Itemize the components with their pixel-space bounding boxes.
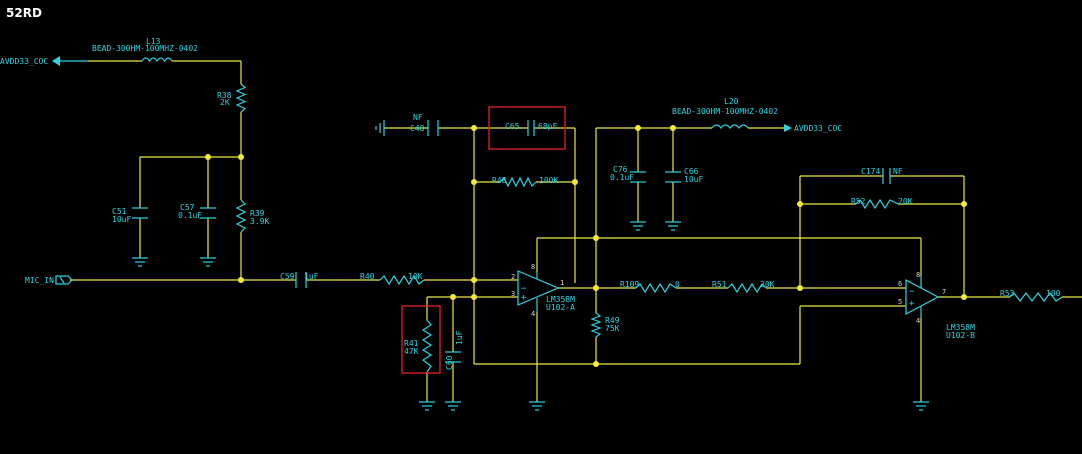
svg-text:AVDD33_COC: AVDD33_COC xyxy=(794,124,842,133)
resistor-r51: R51 20K xyxy=(712,280,775,294)
capacitor-c48: C48 NF xyxy=(410,113,439,136)
svg-text:U102-B: U102-B xyxy=(946,331,975,340)
svg-text:2K: 2K xyxy=(220,98,230,107)
svg-text:C51: C51 xyxy=(112,207,127,216)
svg-text:+: + xyxy=(909,299,915,309)
svg-text:C66: C66 xyxy=(684,167,699,176)
svg-text:10uF: 10uF xyxy=(684,175,703,184)
capacitor-c66: C66 10uF xyxy=(665,167,703,184)
svg-text:20K: 20K xyxy=(898,197,913,206)
svg-text:R52: R52 xyxy=(851,197,866,206)
svg-text:100: 100 xyxy=(1046,289,1061,298)
svg-text:0.1uF: 0.1uF xyxy=(610,173,634,182)
svg-text:C48: C48 xyxy=(410,124,425,133)
svg-text:BEAD-300HM-100MHZ-0402: BEAD-300HM-100MHZ-0402 xyxy=(672,107,778,116)
capacitor-c59: C59 1uF xyxy=(280,272,319,288)
wires xyxy=(70,60,1082,402)
capacitor-c65: C65 68pF xyxy=(505,120,557,136)
svg-text:20K: 20K xyxy=(760,280,775,289)
capacitor-c57: C57 0.1uF xyxy=(178,203,216,220)
net-label-avdd-right: AVDD33_COC xyxy=(784,124,842,133)
svg-text:C57: C57 xyxy=(180,203,195,212)
svg-text:−: − xyxy=(909,287,915,297)
resistor-r41: R41 47K xyxy=(404,319,433,373)
svg-text:R53: R53 xyxy=(1000,289,1015,298)
opamp-u102b: − + 6 5 7 8 4 LM358M U102-B xyxy=(898,271,975,340)
svg-text:C65: C65 xyxy=(505,122,520,131)
ground-symbols xyxy=(132,120,929,411)
svg-text:LM358M: LM358M xyxy=(546,295,575,304)
svg-text:L20: L20 xyxy=(724,97,739,106)
svg-text:R49: R49 xyxy=(605,316,620,325)
junctions xyxy=(205,125,967,367)
capacitor-c60: C60 1uF xyxy=(445,330,464,370)
highlight-box-c65 xyxy=(488,106,566,150)
svg-text:MIC_IN: MIC_IN xyxy=(25,276,54,285)
opamp-u102a: − + 2 3 1 8 4 LM358M U102-A xyxy=(511,263,575,318)
resistor-r53: R53 100 xyxy=(1000,289,1063,302)
resistor-r40: R40 10K xyxy=(360,272,425,286)
svg-text:AVDD33_COC: AVDD33_COC xyxy=(0,57,48,66)
svg-text:0.1uF: 0.1uF xyxy=(178,211,202,220)
svg-text:75K: 75K xyxy=(605,324,620,333)
svg-text:4: 4 xyxy=(916,317,920,325)
svg-text:68pF: 68pF xyxy=(538,122,557,131)
svg-text:R109: R109 xyxy=(620,280,639,289)
resistor-r48: R48 100K xyxy=(492,176,558,188)
svg-text:NF: NF xyxy=(893,167,903,176)
svg-text:C174: C174 xyxy=(861,167,880,176)
svg-text:1: 1 xyxy=(560,279,564,287)
svg-text:47K: 47K xyxy=(404,347,419,356)
svg-text:C76: C76 xyxy=(613,165,628,174)
svg-text:R39: R39 xyxy=(250,209,265,218)
resistor-r38: R38 2K xyxy=(217,83,247,113)
svg-text:−: − xyxy=(521,284,527,294)
svg-text:R40: R40 xyxy=(360,272,375,281)
svg-text:BEAD-300HM-100MHZ-0402: BEAD-300HM-100MHZ-0402 xyxy=(92,44,198,53)
svg-text:6: 6 xyxy=(898,280,902,288)
svg-text:L13: L13 xyxy=(146,37,161,46)
svg-text:8: 8 xyxy=(531,263,535,271)
resistor-r52: R52 20K xyxy=(851,197,913,210)
inductor-l13: L13 BEAD-300HM-100MHZ-0402 xyxy=(92,37,198,63)
svg-text:1uF: 1uF xyxy=(455,330,464,345)
svg-text:R38: R38 xyxy=(217,91,232,100)
net-label-mic-in: MIC_IN xyxy=(25,275,73,285)
svg-text:LM358M: LM358M xyxy=(946,323,975,332)
inductor-l20: L20 BEAD-300HM-100MHZ-0402 xyxy=(672,97,778,129)
svg-text:10K: 10K xyxy=(408,272,423,281)
svg-text:R51: R51 xyxy=(712,280,727,289)
svg-text:U102-A: U102-A xyxy=(546,303,575,312)
svg-text:8: 8 xyxy=(916,271,920,279)
resistor-r39: R39 3.9K xyxy=(235,199,269,233)
svg-text:+: + xyxy=(521,293,527,303)
svg-text:1uF: 1uF xyxy=(304,272,319,281)
resistor-r109: R109 0 xyxy=(620,280,680,294)
svg-text:0: 0 xyxy=(675,280,680,289)
capacitor-c51: C51 10uF xyxy=(112,207,148,224)
svg-text:2: 2 xyxy=(511,273,515,281)
corner-tag: 52RD xyxy=(6,6,42,20)
svg-text:3: 3 xyxy=(511,290,515,298)
svg-text:NF: NF xyxy=(413,113,423,122)
svg-text:100K: 100K xyxy=(539,176,558,185)
svg-text:7: 7 xyxy=(942,288,946,296)
capacitor-c76: C76 0.1uF xyxy=(610,165,646,183)
svg-text:4: 4 xyxy=(531,310,535,318)
capacitor-c174: C174 NF xyxy=(861,167,903,184)
svg-text:10uF: 10uF xyxy=(112,215,131,224)
svg-text:3.9K: 3.9K xyxy=(250,217,269,226)
highlight-box-r41 xyxy=(401,305,441,374)
svg-text:C59: C59 xyxy=(280,272,295,281)
svg-text:R48: R48 xyxy=(492,176,507,185)
resistor-r49: R49 75K xyxy=(590,312,620,338)
svg-text:C60: C60 xyxy=(445,355,454,370)
svg-text:R41: R41 xyxy=(404,339,419,348)
svg-text:5: 5 xyxy=(898,298,902,306)
net-label-avdd-left: AVDD33_COC xyxy=(0,56,88,66)
